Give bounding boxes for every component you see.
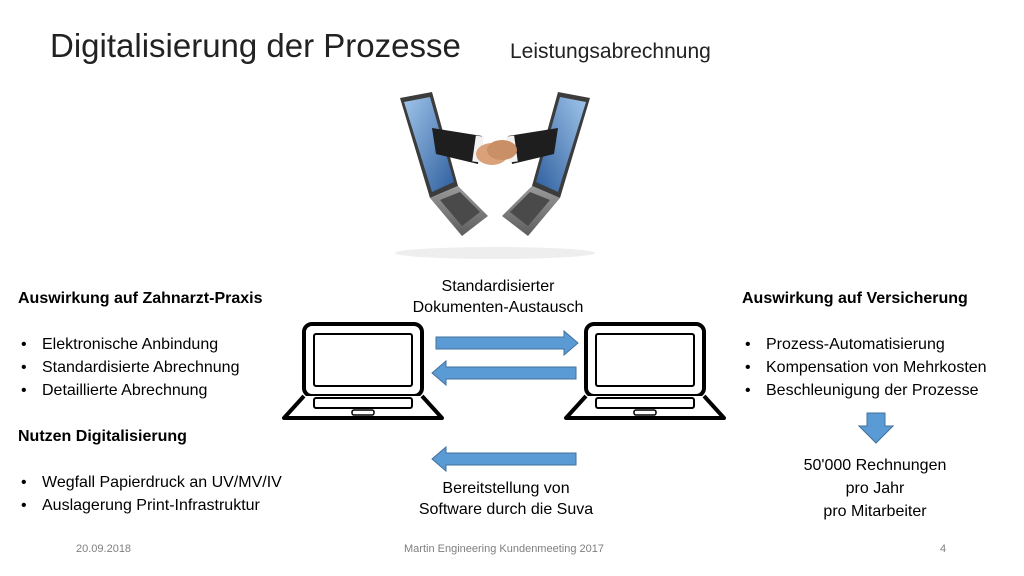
footer-center: Martin Engineering Kundenmeeting 2017 [404, 543, 604, 555]
invoice-result: 50'000 Rechnungen pro Jahr pro Mitarbeit… [770, 454, 980, 523]
list-item: Auslagerung Print-Infrastruktur [18, 494, 308, 517]
result-line1: 50'000 Rechnungen [803, 457, 947, 474]
exchange-label: Standardisierter Dokumenten-Austausch [398, 276, 598, 318]
software-label: Bereitstellung von Software durch die Su… [396, 478, 616, 520]
digitalization-benefit-list: Wegfall Papierdruck an UV/MV/IV Auslager… [18, 471, 308, 517]
arrow-left-icon [431, 359, 577, 387]
software-label-line1: Bereitstellung von [442, 480, 570, 497]
digitalization-benefit-heading: Nutzen Digitalisierung [18, 428, 187, 445]
handshake-laptops-image [370, 88, 620, 266]
dentist-impact-heading: Auswirkung auf Zahnarzt-Praxis [18, 290, 263, 307]
arrow-left-icon [431, 445, 577, 473]
list-item: Standardisierte Abrechnung [18, 356, 308, 379]
result-line3: pro Mitarbeiter [823, 503, 927, 520]
list-item: Prozess-Automatisierung [742, 333, 1022, 356]
result-line2: pro Jahr [845, 480, 905, 497]
list-item: Detaillierte Abrechnung [18, 379, 308, 402]
exchange-label-line2: Dokumenten-Austausch [412, 299, 584, 316]
list-item: Wegfall Papierdruck an UV/MV/IV [18, 471, 308, 494]
list-item: Elektronische Anbindung [18, 333, 308, 356]
slide-subtitle: Leistungsabrechnung [510, 40, 711, 63]
insurance-impact-list: Prozess-Automatisierung Kompensation von… [742, 333, 1022, 402]
insurance-impact-heading: Auswirkung auf Versicherung [742, 290, 968, 307]
left-column: Auswirkung auf Zahnarzt-Praxis Elektroni… [18, 287, 308, 517]
arrow-down-icon [858, 412, 894, 444]
exchange-diagram [282, 322, 726, 473]
list-item: Beschleunigung der Prozesse [742, 379, 1022, 402]
footer-date: 20.09.2018 [76, 543, 132, 555]
left-laptop-icon [282, 322, 444, 420]
exchange-label-line1: Standardisierter [441, 278, 555, 295]
dentist-impact-list: Elektronische Anbindung Standardisierte … [18, 333, 308, 402]
software-label-line2: Software durch die Suva [418, 501, 594, 518]
slide-title: Digitalisierung der Prozesse [50, 27, 461, 64]
list-item: Kompensation von Mehrkosten [742, 356, 1022, 379]
arrow-right-icon [435, 329, 579, 357]
page-number: 4 [940, 543, 947, 555]
right-column: Auswirkung auf Versicherung Prozess-Auto… [742, 287, 1022, 402]
right-laptop-icon [564, 322, 726, 420]
